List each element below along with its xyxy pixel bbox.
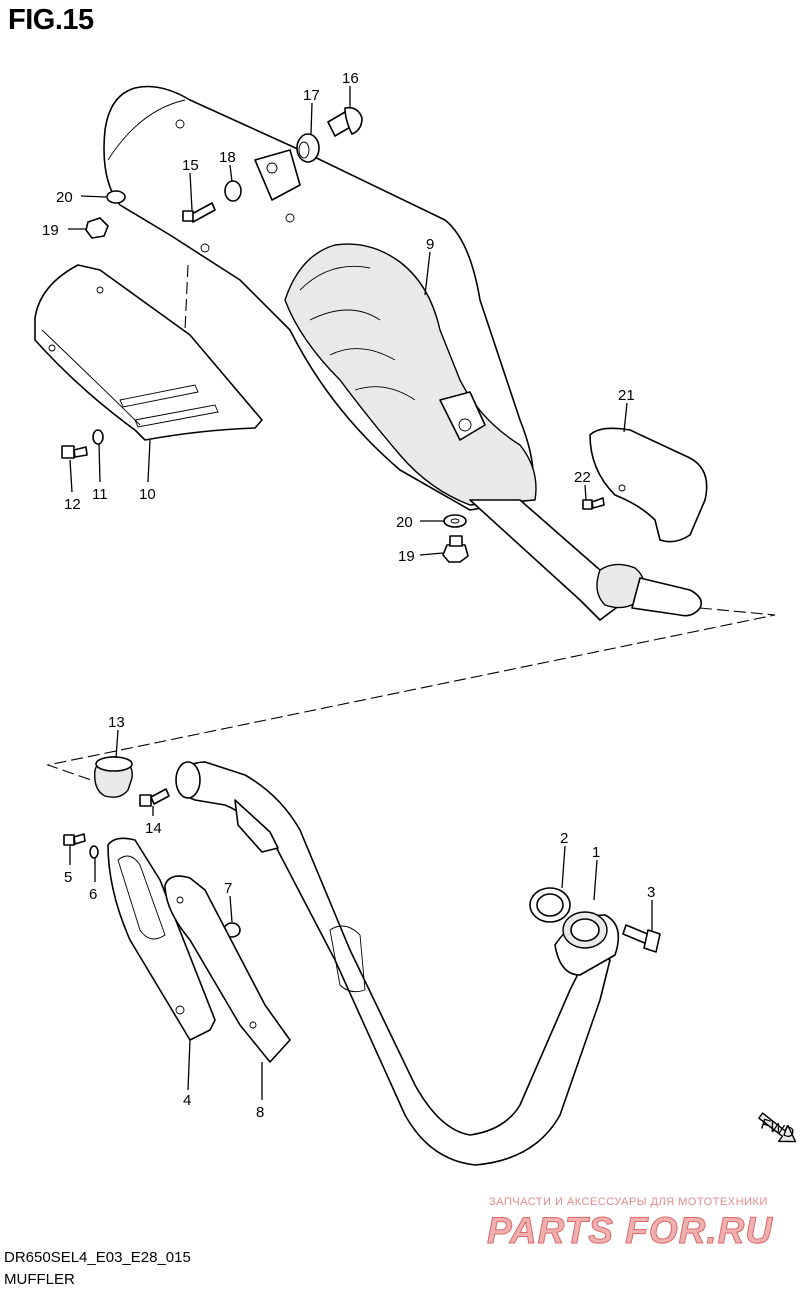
bolt-14-icon	[139, 788, 170, 807]
callout-9: 9	[426, 236, 434, 253]
callout-12: 12	[64, 496, 81, 513]
callout-10: 10	[139, 486, 156, 503]
watermark-tagline: ЗАПЧАСТИ И АКСЕССУАРЫ ДЛЯ МОТОТЕХНИКИ	[489, 1196, 768, 1208]
callout-16: 16	[342, 70, 359, 87]
connection-line	[45, 607, 776, 791]
callout-8: 8	[256, 1104, 264, 1121]
callout-20-upper: 20	[56, 189, 73, 206]
washer-6-icon	[89, 845, 99, 859]
bolt-5-icon	[63, 833, 86, 846]
figure-name: MUFFLER	[4, 1271, 75, 1288]
callout-4: 4	[183, 1092, 191, 1109]
nut-19-lower-icon	[442, 535, 469, 563]
cushion-17-icon	[296, 133, 320, 163]
callout-13: 13	[108, 714, 125, 731]
callout-18: 18	[219, 149, 236, 166]
fwd-label: FWD	[759, 1116, 797, 1143]
fwd-arrow-icon: FWD	[758, 1112, 797, 1143]
leader-lines	[68, 86, 653, 1100]
gasket-13-icon	[94, 756, 133, 798]
bolt-3-icon	[622, 924, 661, 953]
figure-code: DR650SEL4_E03_E28_015	[4, 1249, 191, 1266]
figure-title: FIG.15	[8, 4, 94, 36]
callout-14: 14	[145, 820, 162, 837]
callout-11: 11	[92, 486, 108, 503]
callout-6: 6	[89, 886, 97, 903]
callout-5: 5	[64, 869, 72, 886]
callout-3: 3	[647, 884, 655, 901]
nut-19-upper-icon	[85, 217, 109, 239]
callout-22: 22	[574, 469, 591, 486]
gasket-2-icon	[529, 887, 571, 923]
exhaust-pipe	[175, 761, 620, 1166]
callout-17: 17	[303, 87, 320, 104]
callout-1: 1	[592, 844, 600, 861]
bolt-22-icon	[582, 497, 605, 510]
washer-11-icon	[92, 429, 104, 445]
washer-20-lower-icon	[443, 514, 467, 528]
watermark-logo: PARTS FOR.RU	[486, 1210, 774, 1252]
callout-15: 15	[182, 157, 199, 174]
callout-7: 7	[224, 880, 232, 897]
pipe-cover-8	[164, 875, 291, 1063]
washer-18-icon	[224, 180, 242, 202]
bolt-15-icon	[182, 202, 216, 223]
callout-19-upper: 19	[42, 222, 59, 239]
callout-20-lower: 20	[396, 514, 413, 531]
callout-21: 21	[618, 387, 635, 404]
mount-line	[184, 264, 189, 331]
callout-2: 2	[560, 830, 568, 847]
washer-20-upper-icon	[106, 190, 126, 204]
bolt-12-icon	[61, 445, 88, 459]
bolt-16-icon	[327, 106, 363, 137]
muffler-body	[103, 85, 703, 621]
tail-heat-shield	[589, 427, 708, 543]
callout-19-lower: 19	[398, 548, 415, 565]
callouts: 1 2 3 4 5 6 7 8 9 10 11 12 13 14 15 16 1…	[42, 70, 655, 1121]
muffler-heat-shield	[34, 264, 263, 441]
